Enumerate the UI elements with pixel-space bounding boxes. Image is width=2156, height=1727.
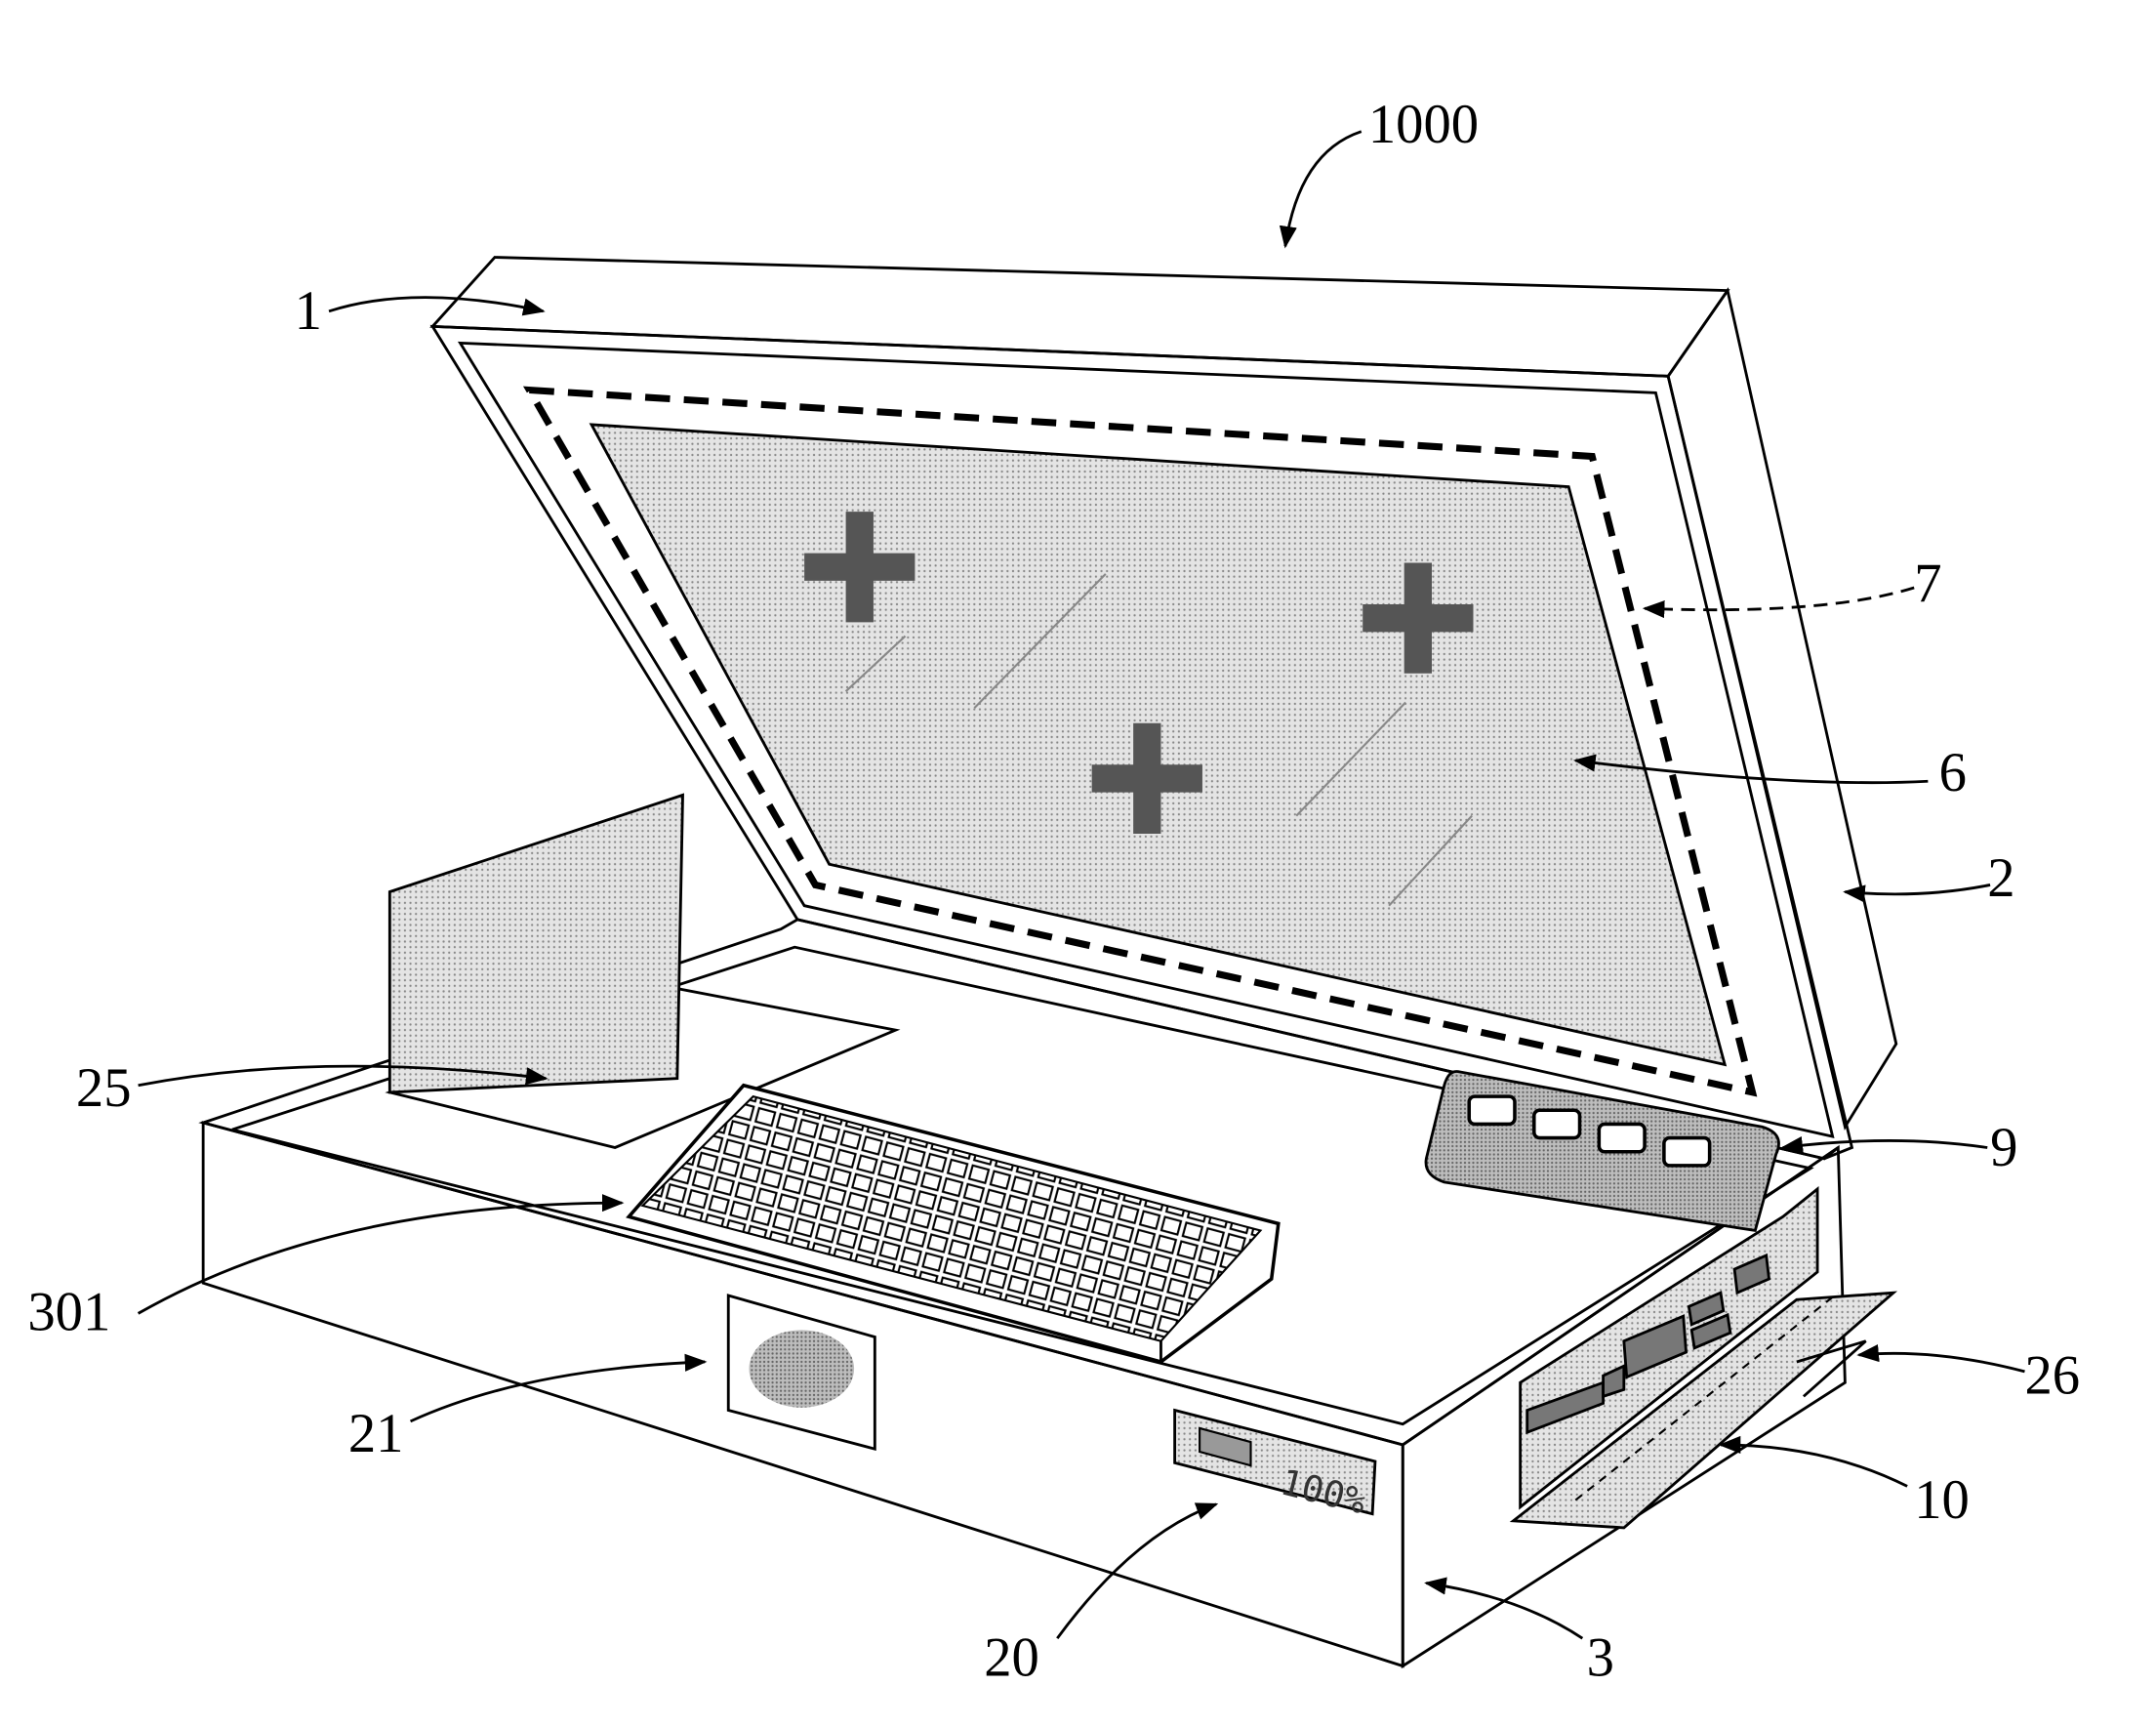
- screen: [589, 423, 1728, 1067]
- label-25: 25: [76, 1058, 132, 1119]
- port[interactable]: [1602, 1364, 1626, 1399]
- label-3: 3: [1587, 1627, 1614, 1688]
- battery-icon: [1199, 1426, 1252, 1467]
- dashed-frame: [522, 386, 1758, 1097]
- label-21: 21: [348, 1404, 404, 1464]
- port[interactable]: [1687, 1291, 1726, 1327]
- panel-button[interactable]: [1662, 1135, 1712, 1168]
- battery-display: 100%: [1173, 1408, 1377, 1523]
- label-20: 20: [984, 1627, 1039, 1688]
- label-301: 301: [27, 1282, 110, 1342]
- cross-icon: [804, 512, 915, 623]
- label-1: 1: [295, 281, 322, 342]
- crosshair-icons: [804, 512, 1474, 835]
- fingerprint-reader[interactable]: [726, 1294, 876, 1452]
- label-6: 6: [1939, 743, 1967, 803]
- port-cover[interactable]: [1509, 1291, 1898, 1530]
- port-panel: [1509, 1186, 1898, 1530]
- control-panel: [1424, 1070, 1780, 1233]
- panel-button[interactable]: [1597, 1122, 1647, 1154]
- label-9: 9: [1990, 1118, 2017, 1178]
- fingerprint-icon: [749, 1330, 855, 1408]
- label-26: 26: [2024, 1346, 2080, 1407]
- side-screen: [385, 793, 901, 1149]
- panel-button[interactable]: [1532, 1108, 1582, 1140]
- port[interactable]: [1622, 1314, 1688, 1379]
- reference-labels: 1000 1 7 6 2 25 9 301 26 21 10 20 3: [27, 95, 2080, 1688]
- label-10: 10: [1914, 1470, 1970, 1531]
- panel-button[interactable]: [1467, 1094, 1517, 1127]
- label-1000: 1000: [1368, 95, 1479, 155]
- port[interactable]: [1732, 1253, 1771, 1295]
- cross-icon: [1363, 562, 1474, 674]
- leader-arrows: [137, 130, 2025, 1640]
- label-2: 2: [1987, 848, 2014, 909]
- port[interactable]: [1525, 1380, 1606, 1435]
- port[interactable]: [1689, 1312, 1732, 1350]
- cross-icon: [1091, 722, 1202, 835]
- keyboard: [626, 1083, 1281, 1364]
- label-7: 7: [1914, 554, 1941, 614]
